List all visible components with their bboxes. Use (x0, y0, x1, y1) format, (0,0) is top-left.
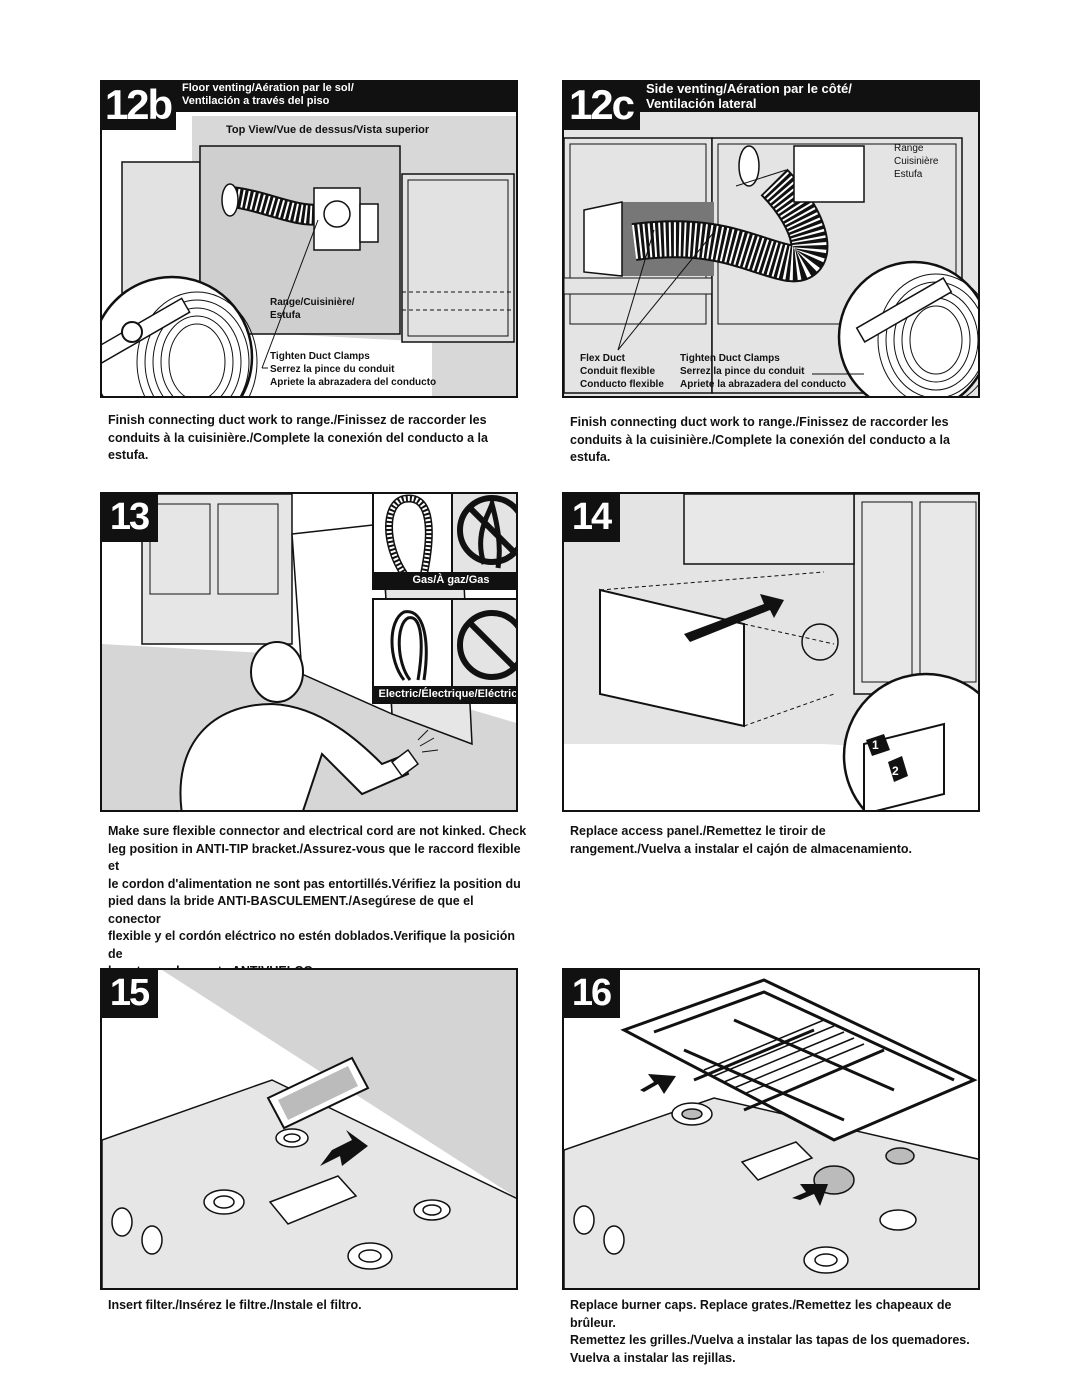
step-16-caption: Replace burner caps. Replace grates./Rem… (570, 1298, 970, 1365)
step-13-gas-inset: Gas/À gaz/Gas (372, 494, 516, 590)
step-12b-number: 12b (102, 82, 176, 130)
step-12b-range-label: Range/Cuisinière/ Estufa (270, 297, 355, 321)
step-14-panel: 14 1 2 (562, 492, 980, 812)
step-14-illustration (564, 494, 978, 810)
step-12c-header: Side venting/Aération par le côté/ Venti… (638, 81, 978, 112)
electric-cord-illustration (374, 600, 516, 690)
gas-connector-illustration (374, 494, 516, 577)
prohibited-icon (457, 610, 516, 680)
step-12c-number: 12c (564, 82, 640, 130)
step-15-illustration (102, 970, 516, 1288)
step-12c-clamp-label: Tighten Duct Clamps Serrez la pince du c… (680, 353, 847, 390)
step-12c-panel: 12c Side venting/Aération par le côté/ V… (562, 80, 980, 398)
step-12c-flex-label: Flex Duct Conduit flexible Conducto flex… (580, 353, 664, 390)
step-12b-clamp-label: Tighten Duct Clamps Serrez la pince du c… (270, 351, 437, 388)
step-13-electric-inset: Electric/Électrique/Eléctrica (372, 598, 516, 704)
step-16-number: 16 (564, 970, 620, 1018)
step-12c-caption: Finish connecting duct work to range./Fi… (570, 415, 950, 464)
step-12b-caption: Finish connecting duct work to range./Fi… (108, 413, 488, 462)
step-12c-title-line-1: Side venting/Aération par le côté/ (646, 81, 852, 96)
step-16-illustration (564, 978, 978, 1288)
step-12b-view-label: Top View/Vue de dessus/Vista superior (226, 124, 430, 136)
electric-label: Electric/Électrique/Eléctrica (374, 686, 516, 702)
arrow-step-1: 1 (872, 738, 879, 752)
step-15-panel: 15 (100, 968, 518, 1290)
step-12b-illustration (102, 116, 516, 396)
step-12b-title-line-1: Floor venting/Aération par le sol/ (182, 82, 354, 94)
step-13-panel: Gas/À gaz/Gas Electric/Électrique/Eléctr… (100, 492, 518, 812)
step-16-panel: 16 (562, 968, 980, 1290)
step-12c-title-line-2: Ventilación lateral (646, 96, 757, 111)
step-12c-range-label: Range Cuisinière Estufa (894, 143, 939, 180)
arrow-step-2: 2 (892, 764, 899, 778)
step-12b-header: Floor venting/Aération par le sol/ Venti… (174, 82, 516, 112)
gas-label: Gas/À gaz/Gas (374, 572, 516, 588)
step-12c-illustration (564, 137, 978, 396)
step-15-caption: Insert filter./Insérez le filtre./Instal… (108, 1298, 362, 1312)
step-15-number: 15 (102, 970, 158, 1018)
step-12b-title-line-2: Ventilación a través del piso (182, 95, 330, 107)
step-13-caption: Make sure flexible connector and electri… (108, 824, 527, 978)
step-14-number: 14 (564, 494, 620, 542)
step-13-number: 13 (102, 494, 158, 542)
step-14-caption: Replace access panel./Remettez le tiroir… (570, 824, 913, 856)
step-12b-panel: 12b Floor venting/Aération par le sol/ V… (100, 80, 518, 398)
